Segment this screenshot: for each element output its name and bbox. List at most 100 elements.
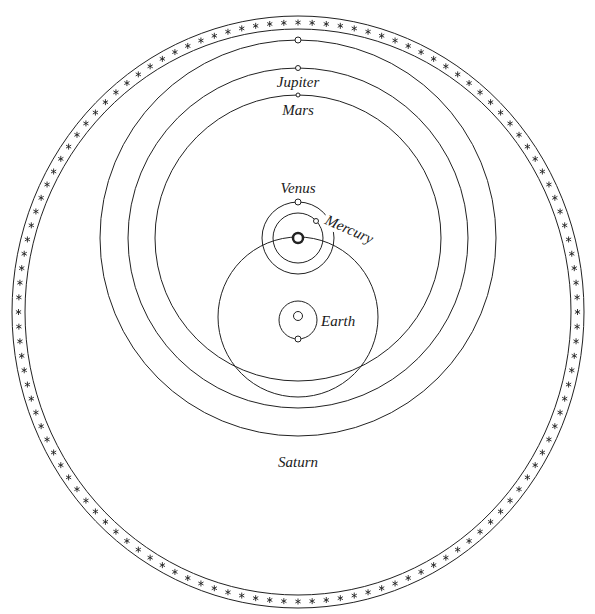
saturn-planet [295,37,301,43]
planet-label: Venus [279,180,318,197]
star-mark [455,547,460,553]
venus-planet [295,199,301,205]
star-mark [253,595,258,601]
star-mark [573,338,578,344]
star-mark [455,71,460,77]
star-mark [540,449,545,455]
star-mark [172,569,177,575]
mercury-planet [314,219,319,224]
star-mark [338,595,343,601]
star-mark [418,569,423,575]
star-sphere-inner [25,29,571,595]
star-mark [466,538,471,544]
star-mark [39,195,44,201]
star-mark [392,580,397,586]
star-mark [525,474,530,480]
star-mark [198,38,203,44]
star-mark [310,598,315,604]
star-mark [58,156,63,162]
star-mark [124,538,129,544]
star-mark [212,585,217,591]
jupiter-orbit [128,68,468,408]
star-mark [51,449,56,455]
star-mark [324,597,329,603]
star-mark [16,309,21,315]
star-mark [39,423,44,429]
star-mark [225,589,230,595]
star-mark [44,436,49,442]
star-mark [392,38,397,44]
star-mark [406,43,411,49]
star-mark [498,110,503,116]
jupiter-planet [296,66,301,71]
star-mark [66,144,71,150]
star-mark [477,89,482,95]
star-mark [379,585,384,591]
star-mark [160,562,165,568]
star-mark [113,89,118,95]
star-mark [103,519,108,525]
star-mark [507,120,512,126]
mars-planet [296,93,300,97]
star-mark [22,251,27,257]
star-mark [379,33,384,39]
star-mark [33,208,38,214]
star-mark [507,498,512,504]
star-mark [575,294,580,300]
planet-label: Jupiter [275,74,322,91]
star-mark [295,20,300,26]
star-mark [113,529,118,535]
star-mark [281,20,286,26]
star-mark [443,63,448,69]
star-mark [198,580,203,586]
star-mark [185,43,190,49]
star-mark [566,382,571,388]
star-mark [310,20,315,26]
venus-orbit [262,202,334,274]
mercury-orbit [273,213,323,263]
star-mark [431,562,436,568]
star-mark [25,236,30,242]
star-mark [281,598,286,604]
saturn-orbit [100,40,496,436]
star-mark [575,324,580,330]
star-mark [443,555,448,561]
star-mark [66,474,71,480]
star-mark [498,508,503,514]
star-mark [103,99,108,105]
star-mark [338,23,343,29]
star-mark [172,49,177,55]
star-mark [29,396,34,402]
star-mark [160,56,165,62]
star-mark [239,593,244,599]
star-mark [575,309,580,315]
star-mark [431,56,436,62]
star-mark [352,25,357,31]
star-mark [16,294,21,300]
moon-orbit [279,301,317,339]
star-mark [533,462,538,468]
star-mark [44,182,49,188]
star-mark [58,462,63,468]
star-mark [562,396,567,402]
star-mark [572,265,577,271]
star-mark [212,33,217,39]
star-mark [29,222,34,228]
star-mark [51,169,56,175]
star-mark [17,338,22,344]
star-mark [516,132,521,138]
mars-orbit [155,95,441,381]
star-mark [546,436,551,442]
star-mark [569,251,574,257]
star-mark [566,236,571,242]
star-mark [488,519,493,525]
star-mark [185,575,190,581]
star-mark [295,599,300,605]
star-mark [93,508,98,514]
sun-orbit [218,237,378,397]
star-sphere-outer [12,16,584,608]
star-mark [572,353,577,359]
star-mark [573,280,578,286]
star-mark [19,353,24,359]
